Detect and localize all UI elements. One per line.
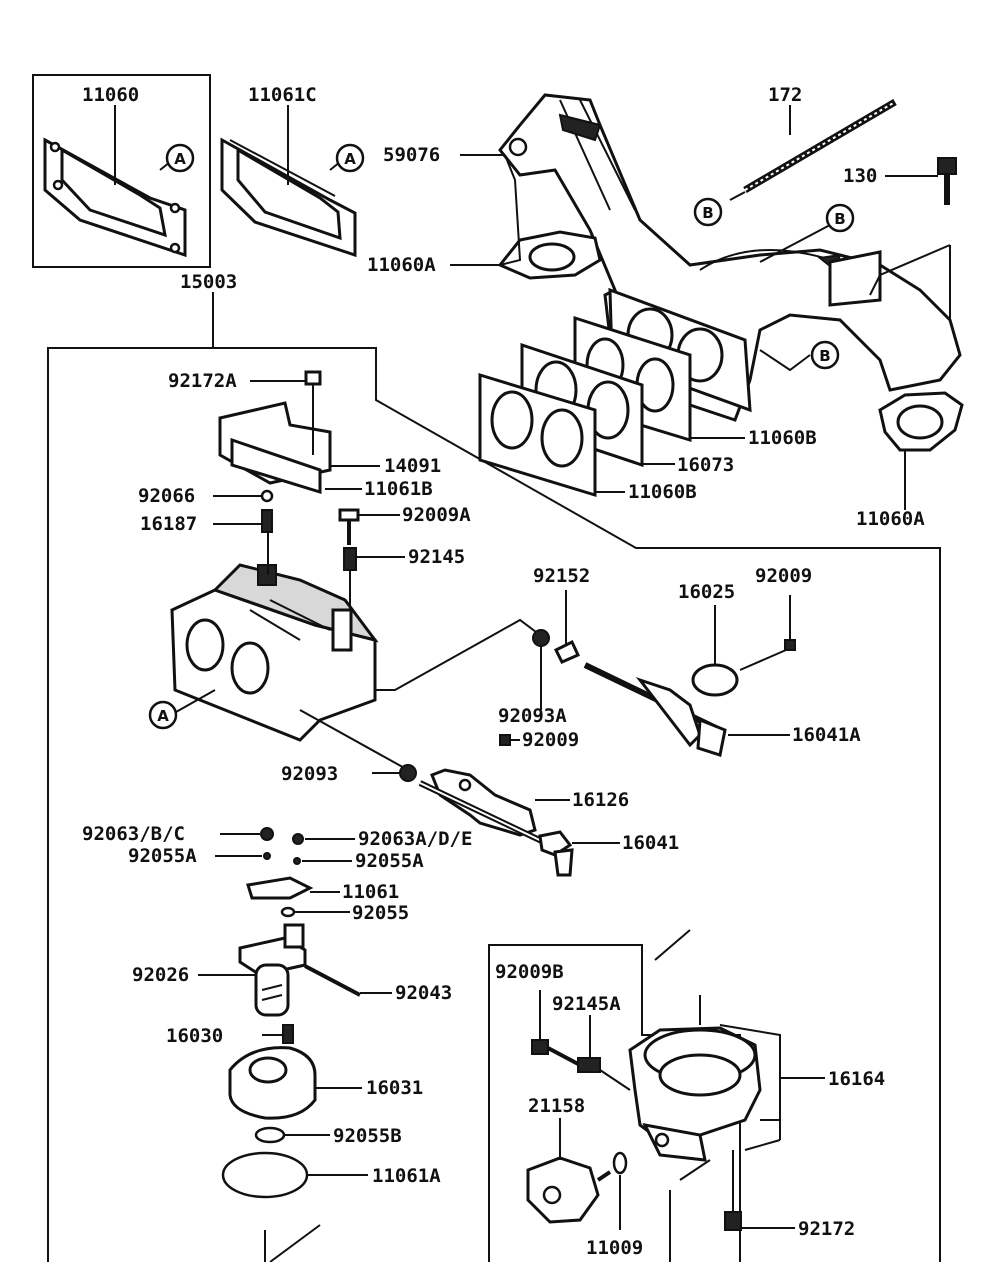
- label-92009b: 92009B: [495, 961, 564, 983]
- callout-b-3: B: [810, 340, 840, 370]
- gasket-11060b-2: [478, 372, 597, 498]
- svg-text:A: A: [344, 150, 356, 168]
- gasket-11060: [43, 137, 187, 258]
- label-92009-mid: 92009: [522, 729, 579, 751]
- bolt-130: [937, 157, 957, 205]
- svg-text:B: B: [834, 210, 845, 228]
- label-92055a-left: 92055A: [128, 845, 197, 867]
- label-16030: 16030: [166, 1025, 223, 1047]
- label-172: 172: [768, 84, 802, 106]
- shaft-16041a: [583, 662, 727, 757]
- label-92063-b-c: 92063/B/C: [82, 823, 185, 845]
- label-15003: 15003: [180, 271, 237, 293]
- label-16031: 16031: [366, 1077, 423, 1099]
- needle-16030: [282, 1024, 294, 1044]
- seal-92093: [399, 764, 417, 782]
- cover-plate-14091: [218, 401, 332, 495]
- seal-92093a: [532, 629, 550, 647]
- callout-b-2: B: [825, 203, 855, 233]
- oring-92055a-right: [293, 857, 301, 865]
- label-16041a: 16041A: [792, 724, 861, 746]
- oring-92055b: [254, 1126, 286, 1144]
- label-16025: 16025: [678, 581, 735, 603]
- oring-92055a-left: [263, 852, 271, 860]
- jet-92063: [260, 827, 274, 841]
- label-59076: 59076: [383, 144, 440, 166]
- label-16073: 16073: [677, 454, 734, 476]
- screw-92009a: [338, 508, 360, 522]
- screw-92172: [724, 1211, 742, 1231]
- gasket-11060a-right: [878, 391, 964, 452]
- label-11061c: 11061C: [248, 84, 317, 106]
- label-92055: 92055: [352, 902, 409, 924]
- label-92093: 92093: [281, 763, 338, 785]
- label-16164: 16164: [828, 1068, 885, 1090]
- label-92055b: 92055B: [333, 1125, 402, 1147]
- spring-92145: [343, 547, 357, 571]
- oring-92055: [280, 906, 296, 918]
- spring-16187: [261, 509, 273, 533]
- label-92026: 92026: [132, 964, 189, 986]
- callout-b-1: B: [693, 197, 723, 227]
- gasket-11061a: [221, 1151, 309, 1199]
- throttle-body-16164: [628, 1026, 762, 1162]
- label-92009a: 92009A: [402, 504, 471, 526]
- carburetor-assembly-frame: [47, 347, 941, 1262]
- label-11060b-2: 11060B: [628, 481, 697, 503]
- svg-text:A: A: [174, 150, 186, 168]
- svg-text:A: A: [157, 707, 169, 725]
- gasket-11061: [246, 876, 314, 900]
- label-130: 130: [843, 165, 877, 187]
- label-92145a: 92145A: [552, 993, 621, 1015]
- label-11061: 11061: [342, 881, 399, 903]
- seal-92066: [260, 489, 274, 503]
- label-11060: 11060: [82, 84, 139, 106]
- float-16031: [228, 1046, 317, 1120]
- label-11060b-1: 11060B: [748, 427, 817, 449]
- jet-92063a: [292, 833, 304, 845]
- screw-92009b: [531, 1039, 549, 1055]
- label-16187: 16187: [140, 513, 197, 535]
- label-92172a: 92172A: [168, 370, 237, 392]
- callout-a-1: A: [165, 143, 195, 173]
- callout-a-3: A: [148, 700, 178, 730]
- label-92055a-right: 92055A: [355, 850, 424, 872]
- gasket-box-frame: [32, 74, 211, 268]
- label-92093a: 92093A: [498, 705, 567, 727]
- label-92066: 92066: [138, 485, 195, 507]
- spring-92145a: [577, 1057, 601, 1073]
- shaft-16041: [418, 780, 574, 877]
- fuel-bowl-92026: [238, 923, 361, 1017]
- label-92172: 92172: [798, 1218, 855, 1240]
- sensor-21158: [526, 1156, 612, 1224]
- stud-172: [743, 98, 897, 194]
- oring-11009: [612, 1151, 628, 1175]
- disc-16025: [691, 663, 739, 697]
- label-14091: 14091: [384, 455, 441, 477]
- label-11061a: 11061A: [372, 1165, 441, 1187]
- label-11060a-top: 11060A: [367, 254, 436, 276]
- label-11061b: 11061B: [364, 478, 433, 500]
- label-92043: 92043: [395, 982, 452, 1004]
- label-21158: 21158: [528, 1095, 585, 1117]
- callout-a-2: A: [335, 143, 365, 173]
- label-11009: 11009: [586, 1237, 643, 1259]
- label-16126: 16126: [572, 789, 629, 811]
- lever-16126: [430, 768, 537, 837]
- label-92145: 92145: [408, 546, 465, 568]
- screw-92009-mid: [499, 734, 511, 746]
- screw-92172a: [304, 370, 322, 386]
- label-11060a-right: 11060A: [856, 508, 925, 530]
- label-92152: 92152: [533, 565, 590, 587]
- carburetor-body: [170, 563, 379, 742]
- label-92009-top: 92009: [755, 565, 812, 587]
- gasket-11061c: [220, 137, 357, 258]
- svg-text:B: B: [819, 347, 830, 365]
- svg-text:B: B: [702, 204, 713, 222]
- gasket-11060a-left: [497, 230, 602, 280]
- label-92063a-d-e: 92063A/D/E: [358, 828, 472, 850]
- screw-92009-top: [784, 639, 796, 651]
- label-16041: 16041: [622, 832, 679, 854]
